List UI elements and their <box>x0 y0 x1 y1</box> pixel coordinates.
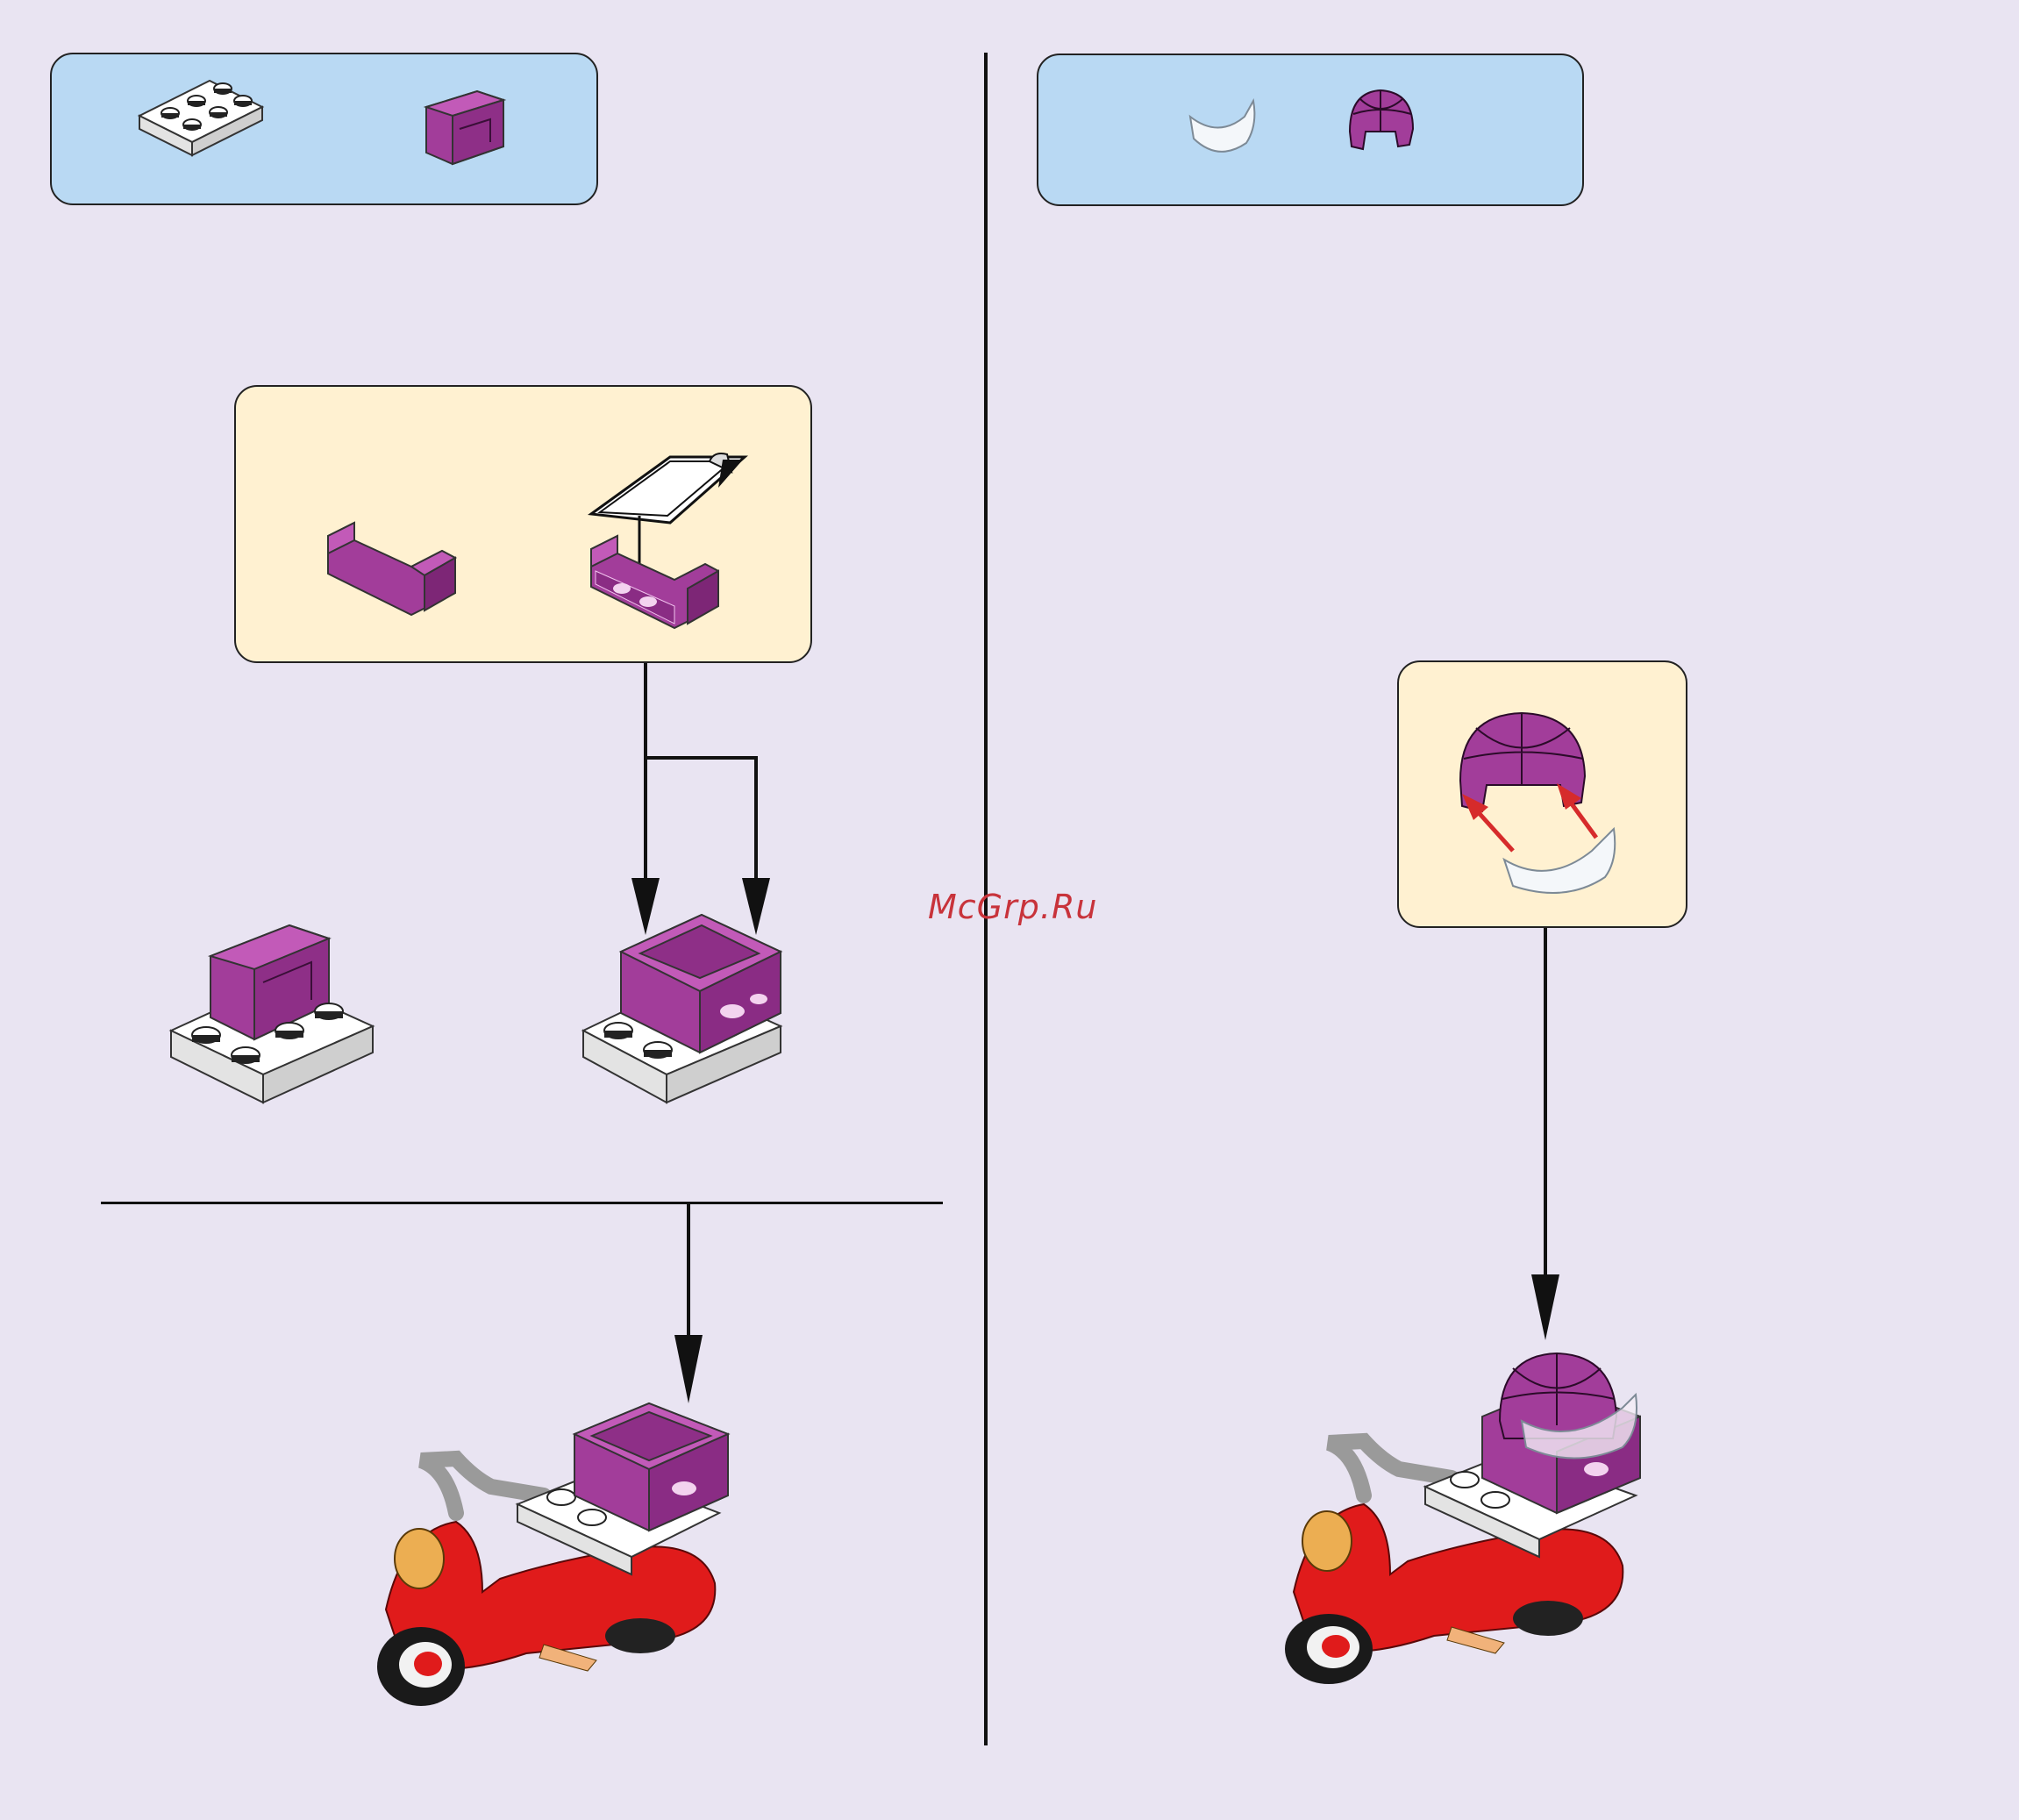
box-side-magenta-icon <box>324 496 464 619</box>
plate-with-seat-model <box>167 908 386 1110</box>
arrow-to-scooter-left <box>662 1203 715 1414</box>
horizontal-divider <box>101 1202 943 1204</box>
watermark: McGrp.Ru <box>928 888 1097 926</box>
plate-with-box-model <box>579 908 807 1110</box>
scooter-with-helmet-model <box>1276 1346 1653 1688</box>
sofa-seat-magenta-icon <box>416 81 512 168</box>
visor-clear-icon <box>1183 90 1262 161</box>
subassembly-callout-right <box>1397 660 1687 928</box>
scooter-with-box-model <box>368 1399 737 1715</box>
arrow-to-scooter-right <box>1519 928 1572 1340</box>
parts-list-left <box>50 53 598 205</box>
box-side-with-sticker-icon <box>587 418 797 654</box>
helmet-magenta-icon <box>1341 83 1420 162</box>
parts-list-right <box>1037 54 1584 206</box>
helmet-visor-assembly-icon <box>1443 697 1644 908</box>
plate-2x3-white-icon <box>131 68 271 164</box>
subassembly-callout-left <box>234 385 812 663</box>
